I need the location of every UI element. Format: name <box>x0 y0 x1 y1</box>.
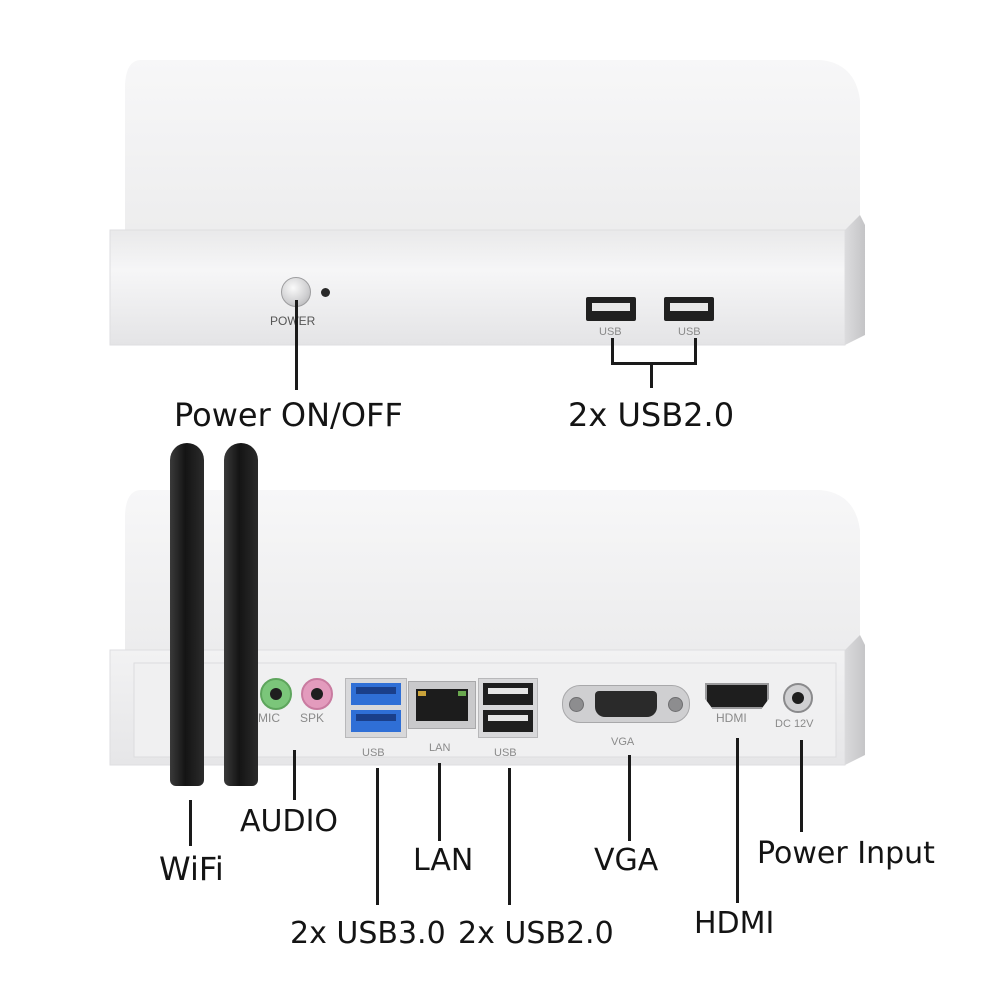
spk-label: SPK <box>300 711 325 725</box>
dc-label: DC 12V <box>775 718 814 730</box>
usb-callout-bracket <box>611 338 697 365</box>
vga-callout-line <box>628 755 631 841</box>
power-button-label: POWER <box>270 314 316 328</box>
usb2-port-stack <box>478 678 538 738</box>
usb3-port-stack <box>345 678 407 738</box>
power-callout-label: Power ON/OFF <box>174 396 403 434</box>
usb3-port-2[interactable] <box>351 710 401 732</box>
vga-label: VGA <box>611 736 635 748</box>
usb2-port-2[interactable] <box>483 710 533 732</box>
vga-screw-right <box>668 697 683 712</box>
usb2-rear-callout-line <box>508 768 511 905</box>
vga-port[interactable] <box>562 685 690 723</box>
lan-socket <box>416 689 468 721</box>
front-chassis <box>109 60 865 346</box>
usb-callout-stem <box>650 362 653 388</box>
jack-hole <box>270 688 282 700</box>
power-led-indicator <box>321 288 330 297</box>
usb-port-tongue <box>356 687 396 694</box>
front-usb-port-2[interactable] <box>664 297 714 321</box>
dc-power-jack[interactable] <box>783 683 813 713</box>
usb2-port-1[interactable] <box>483 683 533 705</box>
audio-callout-line <box>293 750 296 800</box>
vga-callout-label: VGA <box>594 843 659 878</box>
lan-callout-line <box>438 763 441 841</box>
usb-port-tongue <box>592 303 630 311</box>
jack-hole <box>311 688 323 700</box>
hdmi-label: HDMI <box>716 711 747 725</box>
front-usb-label-1: USB <box>599 326 622 338</box>
mini-pc-front-view: POWER USB USB <box>100 55 870 355</box>
power-input-callout-line <box>800 740 803 832</box>
usb-port-tongue <box>488 688 528 694</box>
mic-jack[interactable] <box>260 678 292 710</box>
usb-callout-label: 2x USB2.0 <box>568 396 735 434</box>
lan-callout-label: LAN <box>413 843 474 878</box>
usb3-port-1[interactable] <box>351 683 401 705</box>
vga-screw-left <box>569 697 584 712</box>
front-usb-port-1[interactable] <box>586 297 636 321</box>
usb2-label: USB <box>494 747 517 759</box>
usb-port-tongue <box>356 714 396 721</box>
wifi-callout-line <box>189 800 192 846</box>
usb-port-tongue <box>670 303 708 311</box>
front-usb-label-2: USB <box>678 326 701 338</box>
lan-led-left <box>418 691 426 696</box>
mic-label: MIC <box>258 711 280 725</box>
power-callout-line <box>295 300 298 390</box>
vga-socket <box>595 691 657 717</box>
power-input-callout-label: Power Input <box>757 836 935 871</box>
wifi-antenna-2 <box>224 443 258 786</box>
lan-label: LAN <box>429 742 451 754</box>
usb3-callout-line <box>376 768 379 905</box>
usb3-label: USB <box>362 747 385 759</box>
hdmi-port[interactable] <box>705 683 769 709</box>
wifi-antenna-1 <box>170 443 204 786</box>
mini-pc-rear-view: MIC SPK USB LAN USB VGA <box>100 485 870 775</box>
usb3-callout-label: 2x USB3.0 <box>290 916 446 951</box>
dc-jack-hole <box>792 692 804 704</box>
audio-callout-label: AUDIO <box>240 804 339 839</box>
lan-led-right <box>458 691 466 696</box>
spk-jack[interactable] <box>301 678 333 710</box>
usb2-rear-callout-label: 2x USB2.0 <box>458 916 614 951</box>
wifi-callout-label: WiFi <box>159 850 224 888</box>
lan-port[interactable] <box>408 681 476 729</box>
hdmi-callout-line <box>736 738 739 903</box>
usb-port-tongue <box>488 715 528 721</box>
hdmi-callout-label: HDMI <box>694 906 775 941</box>
